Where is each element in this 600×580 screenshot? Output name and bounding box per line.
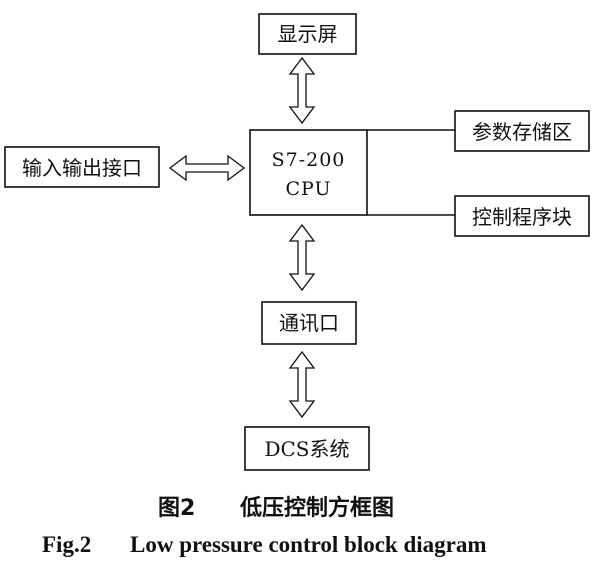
- io-port-block: 输入输出接口: [4, 146, 160, 188]
- cpu-block: S7-200 CPU: [249, 129, 368, 216]
- figure-caption: 图2 低压控制方框图 Fig.2 Low pressure control bl…: [42, 495, 487, 557]
- cpu-label-unit: CPU: [285, 178, 331, 200]
- param-storage-block: 参数存储区: [454, 110, 590, 152]
- comm-port-block: 通讯口: [261, 301, 357, 345]
- display-cpu-arrow: [288, 56, 316, 125]
- io-port-label: 输入输出接口: [22, 156, 142, 180]
- comm-port-label: 通讯口: [279, 311, 339, 335]
- cpu-label-model: S7-200: [272, 149, 346, 171]
- display-label: 显示屏: [278, 22, 338, 46]
- io-cpu-arrow: [168, 154, 246, 182]
- caption-cn-number: 图2: [158, 496, 195, 521]
- comm-dcs-arrow: [288, 350, 316, 419]
- cpu-comm-arrow: [288, 223, 316, 292]
- dcs-block: DCS系统: [244, 426, 370, 471]
- caption-en-title: Low pressure control block diagram: [130, 532, 487, 557]
- control-program-label: 控制程序块: [472, 205, 572, 229]
- display-block: 显示屏: [258, 13, 357, 55]
- param-storage-label: 参数存储区: [472, 120, 572, 144]
- caption-cn-title: 低压控制方框图: [239, 495, 394, 521]
- caption-en-number: Fig.2: [42, 532, 91, 557]
- dcs-label: DCS系统: [264, 437, 349, 461]
- control-program-block: 控制程序块: [454, 195, 590, 237]
